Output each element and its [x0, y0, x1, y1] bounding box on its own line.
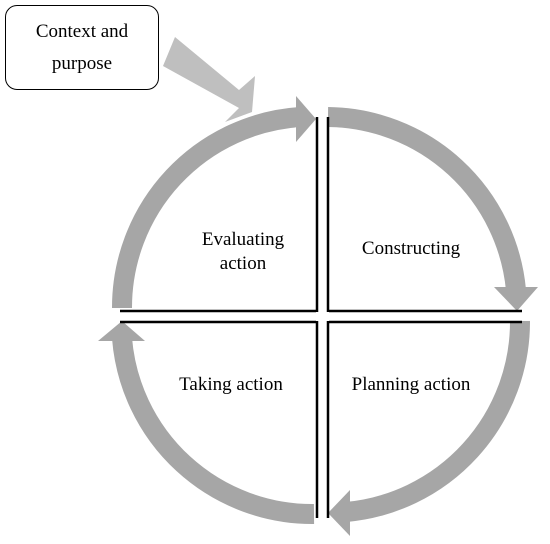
cycle-arrowhead-taking-action: [98, 321, 145, 341]
quadrant-label-evaluating: Evaluating action: [168, 228, 318, 276]
cycle-arrow-planning: [345, 320, 531, 522]
quadrant-label-planning-action: Planning action: [351, 374, 471, 395]
cycle-arrow-constructing: [327, 107, 526, 291]
context-arrow: [163, 37, 255, 122]
cycle-arrowhead-constructing: [494, 287, 538, 311]
quadrant-dividers: [120, 117, 522, 518]
context-box-line1: Context and: [35, 20, 129, 42]
quadrant-label-constructing: Constructing: [361, 238, 461, 259]
quadrant-label-evaluating-line1: Evaluating: [201, 229, 285, 250]
quadrant-label-taking-action: Taking action: [179, 374, 283, 395]
quadrant-label-evaluating-line2: action: [219, 253, 267, 274]
cycle-arrow-evaluating: [111, 107, 301, 309]
context-box: Context and purpose: [5, 5, 159, 90]
cycle-arrowhead-planning: [328, 490, 350, 536]
cycle-arrowhead-evaluating: [296, 96, 316, 142]
context-box-line2: purpose: [51, 52, 113, 74]
cycle-arrow-taking-action: [112, 337, 315, 525]
